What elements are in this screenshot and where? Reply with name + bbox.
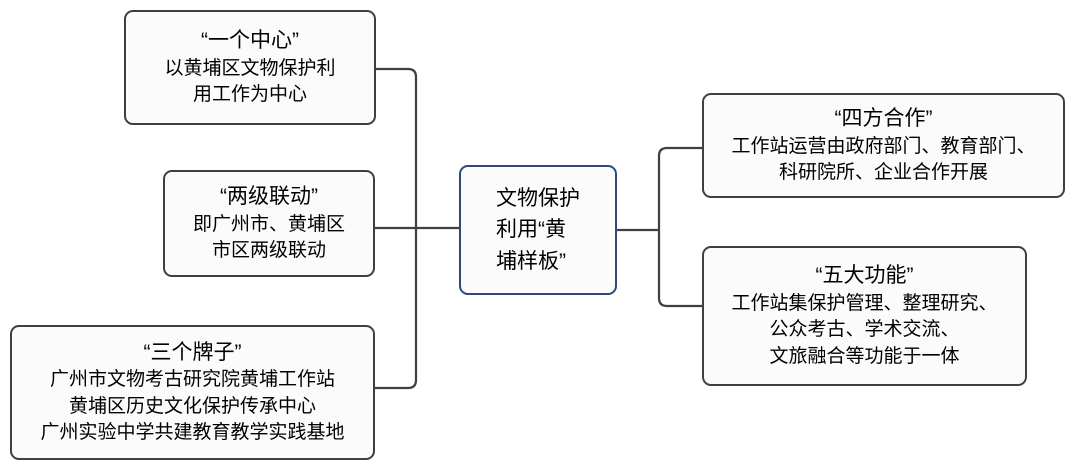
node-hub-huangpu-model: 文物保护 利用“黄 埔样板”	[459, 165, 617, 295]
node-hub-text: 文物保护	[496, 186, 580, 210]
node-hub-text: 埔样板”	[496, 249, 566, 273]
node-hub-text: 利用“黄	[496, 218, 566, 242]
node-five-functions-text: 文旅融合等功能于一体	[769, 345, 960, 367]
node-four-party-cooperation: “四方合作” 工作站运营由政府部门、教育部门、 科研院所、企业合作开展	[702, 93, 1065, 198]
node-hub-text-block: 文物保护 利用“黄 埔样板”	[496, 183, 580, 278]
node-one-center-text: 用工作为中心	[192, 84, 307, 106]
node-one-center-title: “一个中心”	[201, 29, 299, 53]
node-three-plates-text: 广州市文物考古研究院黄埔工作站	[49, 369, 335, 391]
node-five-functions-title: “五大功能”	[815, 264, 914, 288]
right-bracket-line	[657, 146, 702, 308]
node-five-functions-text: 公众考古、学术交流、	[769, 319, 960, 341]
node-two-level-text: 即广州市、黄埔区	[192, 213, 345, 235]
node-four-party-text: 科研院所、企业合作开展	[778, 162, 988, 184]
node-two-level-title: “两级联动”	[220, 185, 318, 209]
node-one-center-text: 以黄埔区文物保护利	[164, 57, 336, 79]
node-one-center: “一个中心” 以黄埔区文物保护利 用工作为中心	[124, 10, 376, 125]
node-two-level-linkage: “两级联动” 即广州市、黄埔区 市区两级联动	[163, 170, 375, 277]
node-four-party-title: “四方合作”	[834, 107, 933, 131]
node-three-plates-text: 黄埔区历史文化保护传承中心	[68, 395, 316, 417]
node-four-party-text: 工作站运营由政府部门、教育部门、	[731, 135, 1036, 157]
node-five-functions-text: 工作站集保护管理、整理研究、	[731, 292, 998, 314]
node-two-level-text: 市区两级联动	[211, 240, 326, 262]
node-three-plates-text: 广州实验中学共建教育教学实践基地	[40, 422, 345, 444]
node-three-plates: “三个牌子” 广州市文物考古研究院黄埔工作站 黄埔区历史文化保护传承中心 广州实…	[10, 325, 375, 460]
node-three-plates-title: “三个牌子”	[143, 340, 242, 364]
node-five-functions: “五大功能” 工作站集保护管理、整理研究、 公众考古、学术交流、 文旅融合等功能…	[702, 246, 1027, 386]
